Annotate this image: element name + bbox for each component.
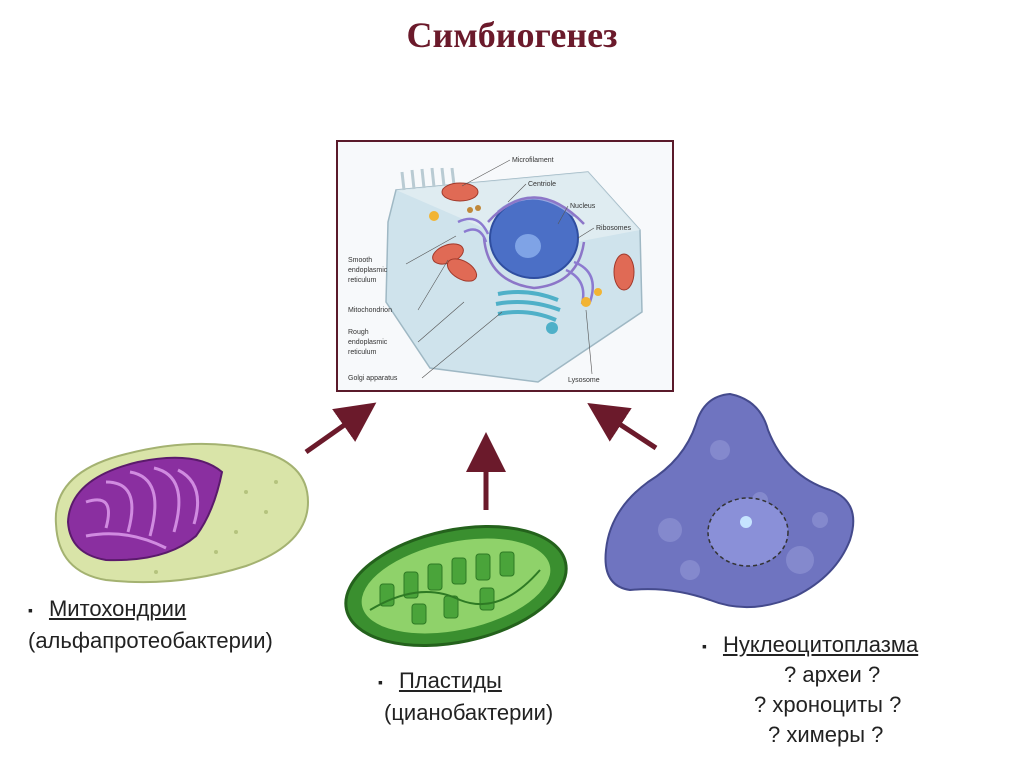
eukaryotic-cell-figure: Microfilament Centriole Nucleus Ribosome… xyxy=(336,140,674,392)
nucleocytoplasm-caption: ▪ Нуклеоцитоплазма ? археи ? ? хроноциты … xyxy=(702,632,918,748)
bullet-icon: ▪ xyxy=(378,674,383,691)
label-mitochondrion: Mitochondrion xyxy=(348,307,392,314)
bullet-icon: ▪ xyxy=(28,602,33,619)
label-golgi: Golgi apparatus xyxy=(348,375,398,382)
label-smooth-er-1: Smooth xyxy=(348,257,372,264)
label-nucleus: Nucleus xyxy=(570,203,596,210)
label-smooth-er-2: endoplasmic xyxy=(348,267,388,274)
plastids-caption: ▪ Пластиды (цианобактерии) xyxy=(378,668,553,726)
nucleocytoplasm-archaea: ? археи ? xyxy=(784,662,881,687)
vesicles xyxy=(429,205,602,334)
nucleocytoplasm-illustration xyxy=(604,392,855,609)
label-centriole: Centriole xyxy=(528,181,556,188)
mitochondria-name: Митохондрии xyxy=(48,596,187,621)
mitochondrion-shapes xyxy=(432,182,635,291)
bullet-icon: ▪ xyxy=(702,638,707,655)
nucleocytoplasm-chronocytes: ? хроноциты ? xyxy=(754,692,902,717)
label-lysosome: Lysosome xyxy=(568,377,600,384)
mitochondrion-illustration xyxy=(54,442,310,584)
nucleus-outline xyxy=(707,497,789,567)
label-microfilament: Microfilament xyxy=(512,157,554,164)
label-smooth-er-3: reticulum xyxy=(348,277,377,284)
label-rough-er-1: Rough xyxy=(348,329,369,336)
label-rough-er-3: reticulum xyxy=(348,349,377,356)
nucleocytoplasm-chimeras: ? химеры ? xyxy=(768,722,884,747)
microvilli xyxy=(400,167,456,191)
arrow-mitochondria xyxy=(304,402,377,455)
plastids-name: Пластиды xyxy=(398,668,502,693)
nucleolus xyxy=(515,234,541,258)
label-leaders xyxy=(405,159,595,379)
page-title: Симбиогенез xyxy=(406,15,618,55)
eukaryotic-cell-illustration: Microfilament Centriole Nucleus Ribosome… xyxy=(348,157,643,384)
plastids-origin: (цианобактерии) xyxy=(384,700,554,725)
label-rough-er-2: endoplasmic xyxy=(348,339,388,346)
mitochondria-origin: (альфапротеобактерии) xyxy=(28,628,273,653)
arrow-nucleocytoplasm xyxy=(587,403,658,451)
nucleocytoplasm-name: Нуклеоцитоплазма xyxy=(722,632,919,657)
golgi-shape xyxy=(495,290,561,322)
mitochondria-caption: ▪ Митохондрии (альфапротеобактерии) xyxy=(28,596,273,654)
label-ribosomes: Ribosomes xyxy=(596,225,632,232)
chloroplast-illustration xyxy=(344,524,568,648)
